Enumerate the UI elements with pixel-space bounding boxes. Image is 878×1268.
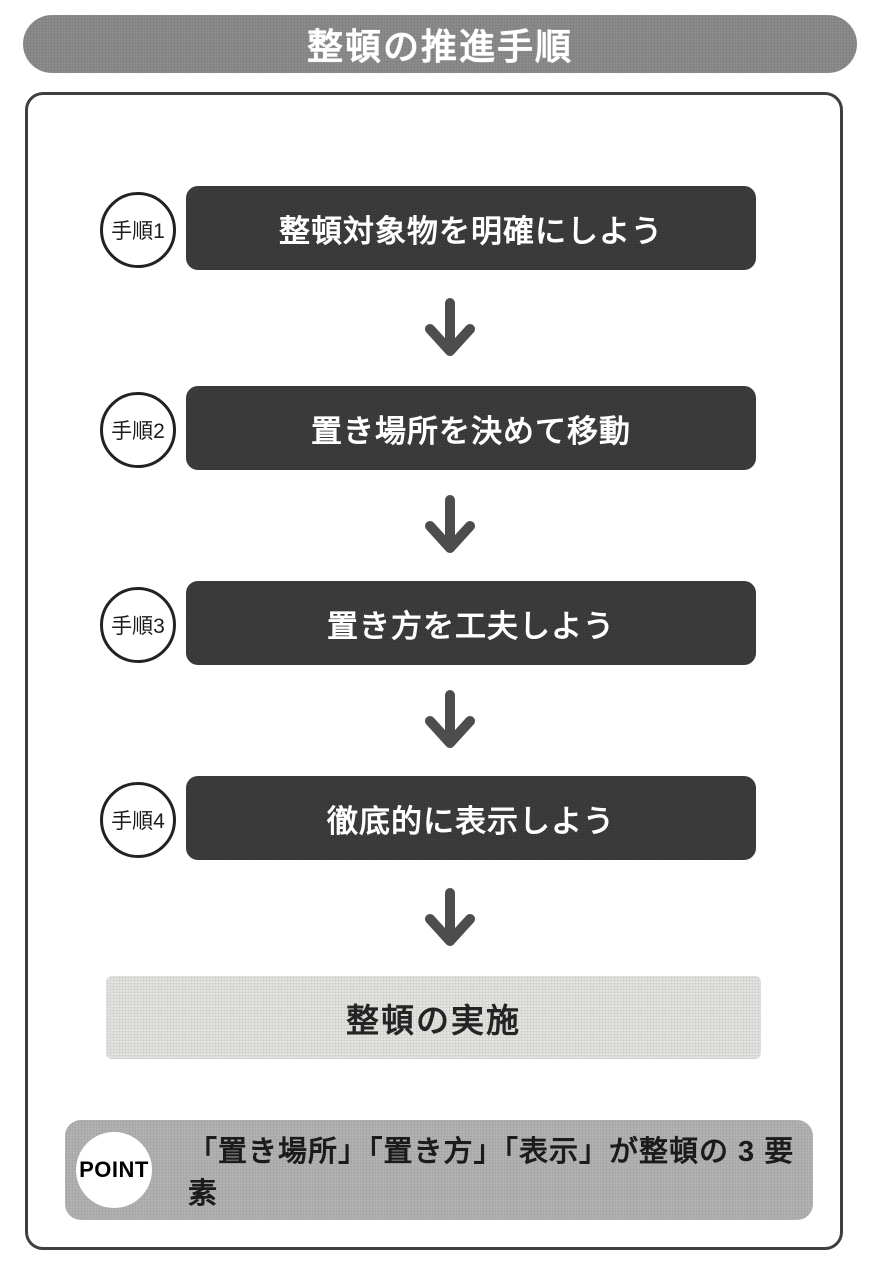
down-arrow-icon xyxy=(425,495,475,553)
step-2-label: 手順2 xyxy=(111,420,165,443)
down-arrow-icon xyxy=(425,888,475,946)
point-text: 「置き場所」「置き方」「表示」が整頓の 3 要素 xyxy=(188,1136,795,1210)
down-arrow-icon xyxy=(425,690,475,748)
result-box: 整頓の実施 xyxy=(106,976,761,1059)
flow-diagram-panel: 手順1 整頓対象物を明確にしよう 手順2 置き場所を決めて移動 手順3 置き方を… xyxy=(25,92,843,1250)
step-1-label: 手順1 xyxy=(111,220,165,243)
result-text: 整頓の実施 xyxy=(346,1001,521,1039)
page-title: 整頓の推進手順 xyxy=(306,26,573,67)
step-4-badge: 手順4 xyxy=(100,782,176,858)
step-1-text: 整頓対象物を明確にしよう xyxy=(279,213,663,249)
step-1-box: 整頓対象物を明確にしよう xyxy=(186,186,756,270)
step-4-text: 徹底的に表示しよう xyxy=(327,803,615,839)
down-arrow-icon xyxy=(425,298,475,356)
point-badge-label: POINT xyxy=(79,1157,149,1182)
point-bar: POINT 「置き場所」「置き方」「表示」が整頓の 3 要素 xyxy=(65,1120,813,1220)
step-3-label: 手順3 xyxy=(111,615,165,638)
step-4-label: 手順4 xyxy=(111,810,165,833)
step-3-box: 置き方を工夫しよう xyxy=(186,581,756,665)
step-2-text: 置き場所を決めて移動 xyxy=(311,413,631,449)
step-2-box: 置き場所を決めて移動 xyxy=(186,386,756,470)
point-badge: POINT xyxy=(76,1132,152,1208)
step-4-box: 徹底的に表示しよう xyxy=(186,776,756,860)
step-2-badge: 手順2 xyxy=(100,392,176,468)
step-3-badge: 手順3 xyxy=(100,587,176,663)
page-title-bar: 整頓の推進手順 xyxy=(23,15,857,73)
step-1-badge: 手順1 xyxy=(100,192,176,268)
step-3-text: 置き方を工夫しよう xyxy=(327,608,615,644)
